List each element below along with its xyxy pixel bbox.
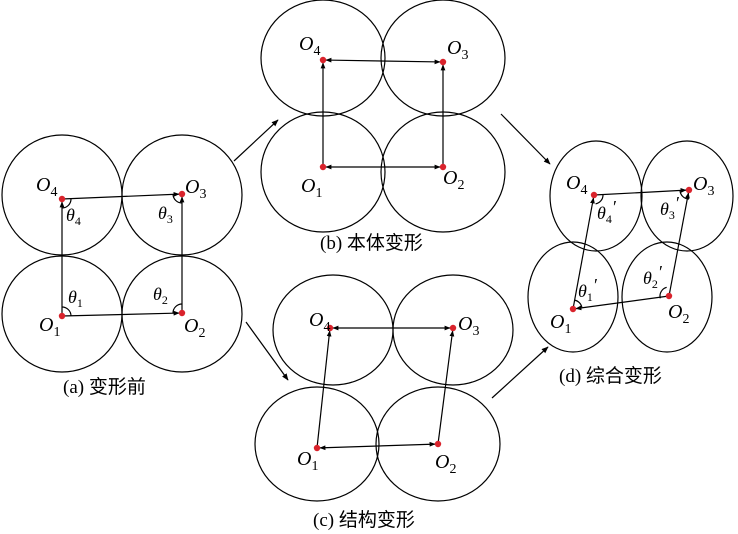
panel-c-node-O1-dot	[313, 444, 321, 452]
panel-a-label-O1: O1	[39, 314, 60, 340]
panel-b-label-O3: O3	[447, 37, 468, 63]
panel-b-node-O1-dot	[319, 163, 327, 171]
panel-b-label-O1: O1	[301, 175, 322, 201]
flow-arrow-a-to-b	[233, 119, 279, 162]
panel-d-circle-2	[640, 140, 734, 252]
panel-b-node-O4-dot	[319, 56, 327, 64]
panel-d-angle-label-theta1p: θ1′	[578, 275, 598, 304]
panel-d-label-O4: O4	[566, 172, 587, 198]
panel-a-angle-label-theta4: θ4	[66, 205, 81, 228]
panel-a-link-O1-O2	[61, 310, 180, 317]
panel-d-link-O2-O1	[575, 295, 670, 311]
flow-arrow-a-to-c	[245, 321, 289, 381]
panel-c-link-O1-O2	[319, 441, 436, 451]
panel-a-label-O3: O3	[185, 176, 206, 202]
panel-d-node-O1-dot	[569, 305, 577, 313]
panel-c-node-O3-dot	[449, 324, 457, 332]
panel-d-label-O2: O2	[668, 301, 689, 327]
panel-c-link-O2-O3	[437, 330, 455, 445]
panel-a-angle-arc-2	[172, 303, 183, 314]
panel-a-node-O4-dot	[58, 195, 66, 203]
panel-d-circle-4	[621, 241, 713, 353]
panel-c-label-O4: O4	[309, 309, 330, 335]
panel-a-angle-arc-1	[61, 306, 72, 317]
panel-b-label-O2: O2	[443, 167, 464, 193]
panel-d-angle-label-theta3p: θ3′	[660, 193, 680, 222]
panel-d-node-O3-dot	[685, 186, 693, 194]
panel-a-link-O4-O3	[61, 191, 180, 200]
panel-d-link-O2-O3	[668, 192, 690, 297]
panel-d-angle-arc-3	[679, 189, 690, 200]
panel-a-angle-arc-3	[172, 193, 183, 204]
panel-b-label-O4: O4	[299, 33, 320, 59]
caption-panel-d: (d) 综合变形	[559, 365, 662, 387]
panel-d-angle-arc-1	[574, 299, 583, 308]
panel-a-node-O2-dot	[178, 309, 186, 317]
panel-d-label-O1: O1	[550, 311, 571, 337]
panel-a-node-O3-dot	[178, 190, 186, 198]
panel-d-angle-arc-4	[595, 194, 604, 205]
caption-panel-c: (c) 结构变形	[313, 509, 415, 531]
panel-b-node-O3-dot	[439, 58, 447, 66]
panel-d-label-O3: O3	[693, 173, 714, 199]
panel-c-node-O4-dot	[326, 324, 334, 332]
panel-d-link-O4-O3	[593, 188, 687, 196]
panel-c-label-O1: O1	[297, 448, 318, 474]
panel-d-circle-3	[527, 241, 619, 353]
panel-c-label-O3: O3	[458, 313, 479, 339]
panel-c-label-O2: O2	[435, 451, 456, 477]
panel-d-angle-label-theta4p: θ4′	[597, 197, 617, 226]
panel-d-link-O1-O4	[572, 197, 595, 310]
panel-d-node-O4-dot	[590, 191, 598, 199]
flow-arrow-c-to-d	[491, 346, 549, 399]
panel-a-label-O4: O4	[36, 174, 57, 200]
caption-panel-a: (a) 变形前	[63, 376, 146, 398]
panel-a-angle-arc-4	[61, 198, 72, 209]
panel-b-link-O4-O3	[325, 57, 441, 65]
panel-d-node-O2-dot	[665, 292, 673, 300]
panel-a-angle-label-theta2: θ2	[153, 284, 168, 307]
panel-c-circle-1	[272, 274, 394, 386]
panel-d-angle-label-theta2p: θ2′	[643, 262, 663, 291]
flow-arrow-b-to-d	[500, 113, 551, 165]
panel-c-link-O1-O4	[316, 330, 332, 449]
panel-a-angle-label-theta1: θ1	[68, 287, 83, 310]
panel-b-node-O2-dot	[439, 163, 447, 171]
panel-c-node-O2-dot	[434, 440, 442, 448]
panel-a-label-O2: O2	[184, 315, 205, 341]
panel-d-angle-arc-2	[659, 286, 667, 299]
panel-a-node-O1-dot	[58, 312, 66, 320]
panel-d-circle-1	[549, 140, 643, 252]
caption-panel-b: (b) 本体变形	[320, 232, 423, 254]
panel-a-angle-label-theta3: θ3	[158, 203, 173, 226]
